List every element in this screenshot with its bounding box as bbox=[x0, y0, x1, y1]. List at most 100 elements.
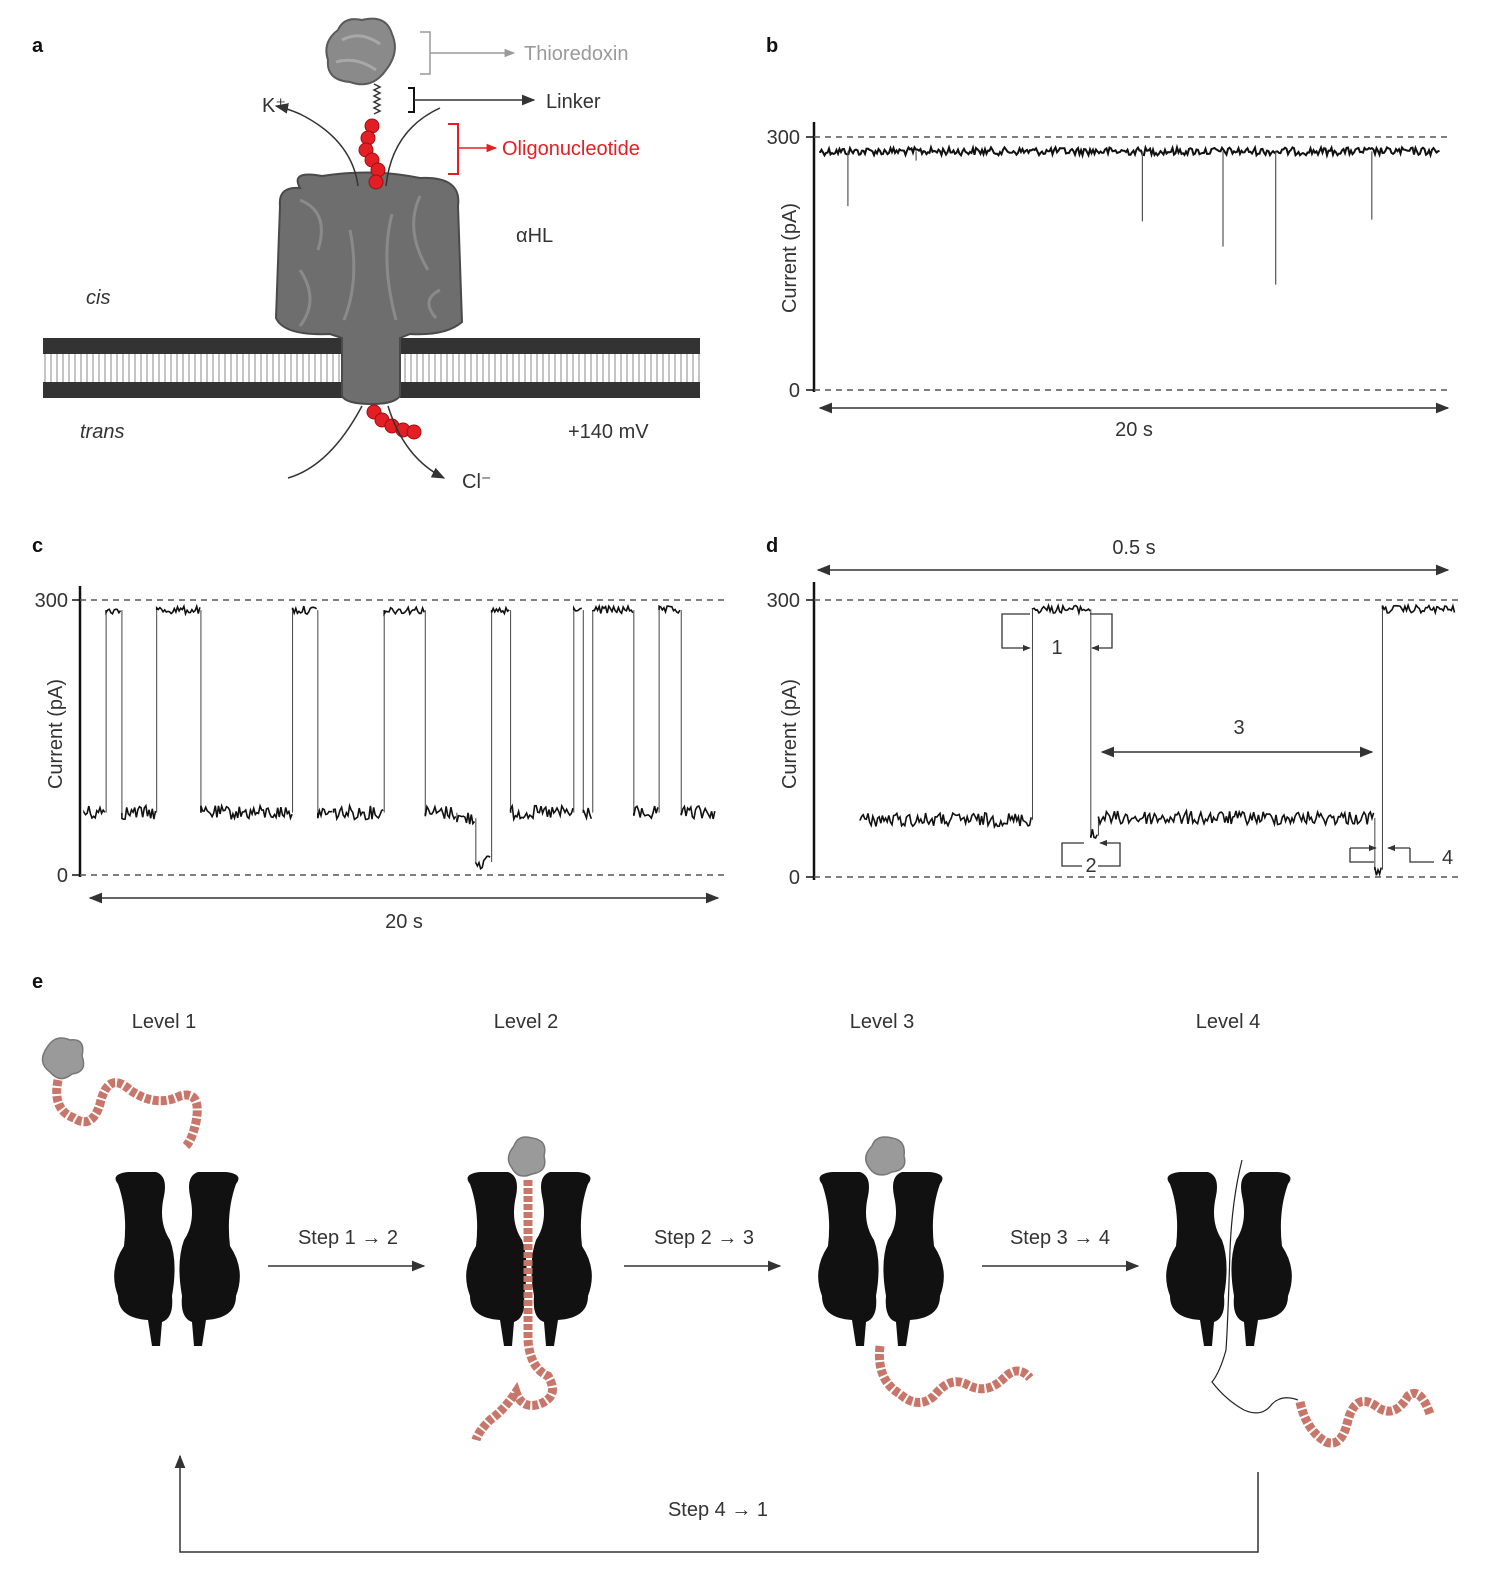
current-level-0 bbox=[83, 805, 106, 820]
current-level-4 bbox=[1374, 866, 1382, 877]
level-1-pore bbox=[114, 1172, 240, 1346]
cl-ion-flow-arrow bbox=[387, 405, 446, 479]
membrane-tails-right bbox=[400, 354, 700, 382]
current-level-13 bbox=[509, 803, 574, 823]
panel-c-label: c bbox=[32, 535, 43, 557]
current-level-8 bbox=[383, 605, 425, 617]
level-2-pore-right bbox=[531, 1172, 592, 1346]
level-1-oligo-chain bbox=[52, 1078, 202, 1150]
current-level-1 bbox=[105, 608, 122, 616]
current-level-17 bbox=[633, 804, 659, 820]
alpha-hemolysin-pore bbox=[274, 171, 464, 406]
current-level-10 bbox=[456, 812, 476, 826]
annotation-1-right-bracket bbox=[1090, 613, 1113, 652]
open-pore-current bbox=[819, 143, 1440, 160]
thioredoxin-protein bbox=[325, 17, 396, 86]
membrane-tails-left bbox=[43, 354, 343, 382]
level-2-thioredoxin bbox=[507, 1136, 546, 1177]
level-1-pore-right bbox=[179, 1172, 240, 1346]
level-4-oligo-chain bbox=[1295, 1388, 1435, 1448]
panel-d-y-label: Current (pA) bbox=[779, 679, 801, 789]
level-3-pore-right bbox=[883, 1172, 944, 1346]
cl-ion-entry-line bbox=[385, 107, 441, 187]
step-4-1-arrow bbox=[174, 1454, 1259, 1553]
level-2-pore-left bbox=[466, 1172, 527, 1346]
thioredoxin-label: Thioredoxin bbox=[524, 43, 629, 65]
current-level-5 bbox=[291, 605, 318, 616]
current-level-3 bbox=[155, 603, 201, 617]
panel-b-label: b bbox=[766, 35, 778, 57]
pore-texture bbox=[298, 195, 441, 327]
panel-c-y-label: Current (pA) bbox=[45, 679, 67, 789]
panel-b-y-label: Current (pA) bbox=[779, 203, 801, 313]
panel-b: b 300 0 Current (pA) 20 s bbox=[766, 35, 1452, 441]
current-level-11 bbox=[475, 855, 491, 871]
annotation-4-left-bracket bbox=[1349, 848, 1374, 863]
level-3-label: Level 3 bbox=[850, 1011, 915, 1033]
level-3-pore bbox=[818, 1172, 944, 1346]
current-level-19 bbox=[680, 804, 716, 821]
level-3-pore-left bbox=[818, 1172, 879, 1346]
lipid-membrane bbox=[43, 338, 700, 398]
level-4-pore-right bbox=[1231, 1172, 1292, 1346]
annotation-2-label: 2 bbox=[1085, 855, 1096, 877]
panel-d-label: d bbox=[766, 535, 778, 557]
voltage-label: +140 mV bbox=[568, 421, 649, 443]
current-level-4 bbox=[200, 802, 293, 821]
current-level-16 bbox=[592, 603, 634, 615]
step-4-1-label: Step 4 → 1 bbox=[668, 1499, 768, 1521]
cl-ion-label: Cl⁻ bbox=[462, 471, 491, 493]
level-2-oligo-chain bbox=[471, 1180, 557, 1442]
current-level-1 bbox=[1031, 602, 1091, 617]
level-2-pore bbox=[466, 1172, 592, 1346]
panel-e: e Level 1 Level 2 Level 3 Level 4 Step 1… bbox=[32, 971, 1435, 1553]
oligonucleotide-cis bbox=[358, 118, 386, 190]
linker-label: Linker bbox=[546, 91, 601, 113]
level-4-pore-left bbox=[1166, 1172, 1227, 1346]
current-level-14 bbox=[573, 605, 582, 612]
level-1-thioredoxin bbox=[41, 1037, 85, 1080]
k-ion-entry-line bbox=[287, 405, 363, 479]
current-level-2 bbox=[121, 803, 157, 821]
current-level-3 bbox=[1097, 808, 1375, 828]
cis-label: cis bbox=[86, 287, 110, 309]
panel-c-trace bbox=[83, 603, 716, 871]
panel-c-tick-label-0: 0 bbox=[57, 865, 68, 887]
annotation-3-label: 3 bbox=[1233, 717, 1244, 739]
panel-d: d 0.5 s 300 0 Current (pA) 1 2 3 4 bbox=[766, 535, 1458, 889]
annotation-1-label: 1 bbox=[1051, 637, 1062, 659]
step-3-4-label: Step 3 → 4 bbox=[1010, 1227, 1110, 1249]
k-ion-label: K⁺ bbox=[262, 95, 286, 117]
current-level-7 bbox=[332, 802, 384, 822]
thioredoxin-bracket bbox=[420, 31, 431, 75]
current-level-0 bbox=[859, 811, 1032, 830]
level-2-label: Level 2 bbox=[494, 1011, 559, 1033]
panel-d-tick-label-300: 300 bbox=[767, 590, 800, 612]
panel-a: a bbox=[32, 17, 700, 493]
current-level-5 bbox=[1381, 602, 1456, 616]
level-1-label: Level 1 bbox=[132, 1011, 197, 1033]
level-3-linker-strand bbox=[879, 1175, 883, 1347]
membrane-top-right bbox=[400, 338, 700, 354]
oligonucleotide-label: Oligonucleotide bbox=[502, 138, 640, 160]
level-4-label: Level 4 bbox=[1196, 1011, 1261, 1033]
annotation-4-leader bbox=[1409, 848, 1434, 863]
step-2-3-label: Step 2 → 3 bbox=[654, 1227, 754, 1249]
current-level-18 bbox=[658, 604, 681, 615]
current-level-9 bbox=[424, 804, 457, 821]
annotation-2-left-bracket bbox=[1061, 842, 1084, 867]
panel-c-span-label: 20 s bbox=[385, 911, 423, 933]
current-level-2 bbox=[1090, 829, 1098, 839]
k-ion-flow-arrow bbox=[274, 103, 359, 187]
panel-a-label: a bbox=[32, 35, 44, 57]
trans-label: trans bbox=[80, 421, 124, 443]
linker-chain bbox=[372, 83, 382, 115]
membrane-top-left bbox=[43, 338, 343, 354]
panel-d-trace bbox=[859, 602, 1456, 877]
panel-b-tick-label-300: 300 bbox=[767, 127, 800, 149]
panel-b-tick-label-0: 0 bbox=[789, 380, 800, 402]
annotation-1-left-bracket bbox=[1001, 613, 1031, 652]
panel-b-span-label: 20 s bbox=[1115, 419, 1153, 441]
panel-d-span-label: 0.5 s bbox=[1112, 537, 1155, 559]
